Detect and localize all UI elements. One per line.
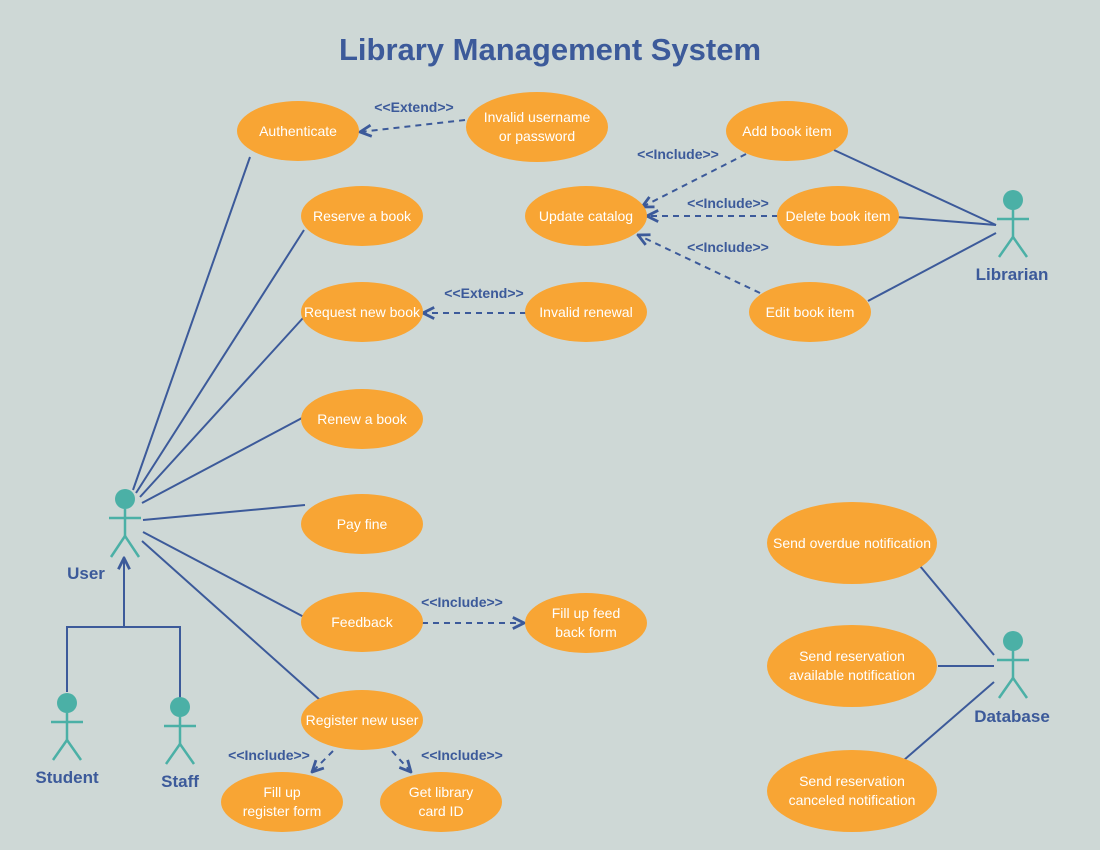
actor-label: Librarian [976, 265, 1049, 284]
use-case-label: Edit book item [766, 304, 855, 320]
staff-icon [164, 697, 196, 765]
assoc-user-payfine [142, 504, 306, 521]
use-case-label: Register new user [306, 712, 419, 728]
actor-label: Database [974, 707, 1050, 726]
use-case-invalid-renewal[interactable]: Invalid renewal [525, 282, 647, 342]
use-case-label: or password [499, 128, 575, 144]
extend-arrow-auth [360, 119, 466, 132]
assoc-librarian-add [833, 149, 997, 226]
database-icon [997, 631, 1029, 699]
actor-label: Staff [161, 772, 199, 791]
relation-labels: <<Extend>> <<Extend>> <<Include>> <<Incl… [228, 99, 769, 763]
use-case-label: back form [555, 624, 616, 640]
actor-label: Student [35, 768, 99, 787]
use-case-label: Send reservation [799, 773, 905, 789]
use-case-pay-fine[interactable]: Pay fine [301, 494, 423, 554]
use-cases: Authenticate Invalid username or passwor… [221, 92, 937, 832]
assoc-user-request [139, 317, 304, 498]
use-case-label: Authenticate [259, 123, 337, 139]
assoc-librarian-delete [895, 216, 997, 226]
use-case-label: canceled notification [789, 792, 916, 808]
actor-staff[interactable]: Staff [161, 697, 199, 791]
use-case-send-overdue[interactable]: Send overdue notification [767, 502, 937, 584]
use-case-label: Renew a book [317, 411, 408, 427]
librarian-associations [833, 149, 997, 302]
use-case-label: Send overdue notification [773, 535, 931, 551]
actor-label: User [67, 564, 105, 583]
use-case-label: Feedback [331, 614, 393, 630]
assoc-user-register [141, 540, 321, 701]
dependency-arrows [312, 119, 778, 772]
extend-label-auth: <<Extend>> [374, 99, 453, 115]
include-arrow-card [391, 750, 411, 772]
generalization-branch [66, 626, 181, 698]
user-associations [132, 156, 321, 701]
use-case-label: register form [243, 803, 322, 819]
actor-user[interactable]: User [67, 489, 141, 583]
diagram-title: Library Management System [339, 32, 761, 67]
use-case-label: card ID [418, 803, 463, 819]
use-case-label: Invalid username [484, 109, 591, 125]
use-case-label: Pay fine [337, 516, 388, 532]
use-case-label: Fill up [263, 784, 301, 800]
actor-librarian[interactable]: Librarian [976, 190, 1049, 284]
assoc-database-overdue [919, 565, 995, 656]
use-case-get-card[interactable]: Get library card ID [380, 772, 502, 832]
assoc-database-canceled [903, 681, 995, 761]
use-case-label: Invalid renewal [539, 304, 632, 320]
include-label-delete: <<Include>> [687, 195, 769, 211]
include-arrow-add [642, 153, 747, 207]
use-case-fill-register[interactable]: Fill up register form [221, 772, 343, 832]
use-case-request-new-book[interactable]: Request new book [301, 282, 423, 342]
user-icon [109, 489, 141, 558]
use-case-add-book[interactable]: Add book item [726, 101, 848, 161]
use-case-edit-book[interactable]: Edit book item [749, 282, 871, 342]
use-case-reserve-book[interactable]: Reserve a book [301, 186, 423, 246]
use-case-label: Add book item [742, 123, 832, 139]
use-case-register-user[interactable]: Register new user [301, 690, 423, 750]
use-case-label: Delete book item [785, 208, 890, 224]
use-case-update-catalog[interactable]: Update catalog [525, 186, 647, 246]
use-case-label: Reserve a book [313, 208, 412, 224]
assoc-user-authenticate [132, 156, 251, 491]
assoc-librarian-edit [867, 232, 997, 302]
use-case-authenticate[interactable]: Authenticate [237, 101, 359, 161]
include-label-add: <<Include>> [637, 146, 719, 162]
database-associations [903, 565, 995, 761]
assoc-user-feedback [142, 531, 305, 618]
use-case-delete-book[interactable]: Delete book item [777, 186, 899, 246]
include-arrow-register-form [312, 750, 334, 772]
use-case-label: Fill up feed [552, 605, 620, 621]
assoc-user-reserve [135, 229, 305, 494]
generalization [66, 558, 181, 698]
use-case-invalid-username[interactable]: Invalid username or password [466, 92, 608, 162]
librarian-icon [997, 190, 1029, 258]
student-icon [51, 693, 83, 761]
include-label-feedback: <<Include>> [421, 594, 503, 610]
include-label-register-form: <<Include>> [228, 747, 310, 763]
use-case-label: Send reservation [799, 648, 905, 664]
use-case-renew-book[interactable]: Renew a book [301, 389, 423, 449]
actor-student[interactable]: Student [35, 693, 99, 787]
use-case-label: Get library [409, 784, 474, 800]
use-case-send-available[interactable]: Send reservation available notification [767, 625, 937, 707]
include-label-edit: <<Include>> [687, 239, 769, 255]
use-case-send-canceled[interactable]: Send reservation canceled notification [767, 750, 937, 832]
use-case-feedback[interactable]: Feedback [301, 592, 423, 652]
use-case-fill-feedback[interactable]: Fill up feed back form [525, 593, 647, 653]
extend-label-renewal: <<Extend>> [444, 285, 523, 301]
actor-database[interactable]: Database [974, 631, 1050, 726]
use-case-label: available notification [789, 667, 915, 683]
use-case-label: Request new book [304, 304, 421, 320]
assoc-user-renew [141, 417, 303, 504]
include-label-card: <<Include>> [421, 747, 503, 763]
use-case-label: Update catalog [539, 208, 633, 224]
include-arrow-edit [638, 235, 761, 294]
